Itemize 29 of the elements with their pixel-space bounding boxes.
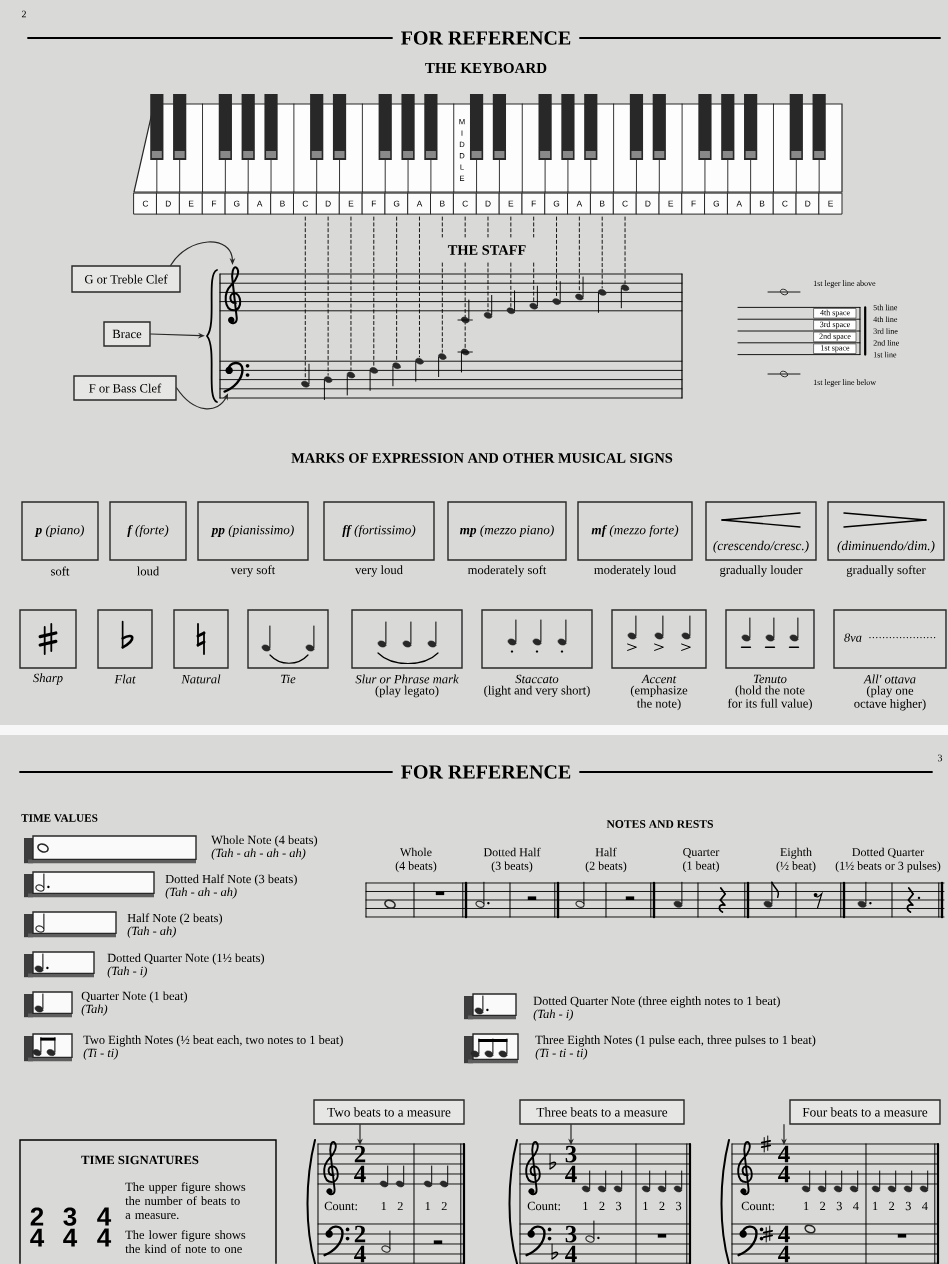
note-value-box: [24, 835, 197, 864]
heading: FOR REFERENCE: [401, 765, 571, 779]
time-signature: 2 4: [30, 1207, 45, 1247]
time-signature: 2 4: [354, 1225, 366, 1263]
time-signature: 3 4: [565, 1225, 577, 1263]
time-signature: 3 4: [63, 1207, 78, 1247]
symbol-box: [247, 609, 329, 669]
heading: FOR REFERENCE: [401, 31, 571, 45]
symbol-box: [725, 609, 815, 669]
time-signature: 4 4: [778, 1145, 790, 1183]
symbol-box: [481, 609, 593, 669]
note-value-box: [24, 871, 155, 898]
symbol-box: [97, 609, 153, 669]
note-value-box: [24, 911, 117, 938]
time-signature: 4 4: [97, 1207, 112, 1247]
bass-clef: [223, 361, 250, 393]
brace: [206, 269, 218, 403]
symbol-box: [351, 609, 463, 669]
time-signature: 2 4: [354, 1145, 366, 1183]
note-value-box: [24, 991, 73, 1018]
note-value-box: [24, 951, 95, 978]
symbol-box: [19, 609, 77, 669]
symbol-box: [611, 609, 707, 669]
treble-clef: [224, 266, 242, 325]
arrow: [170, 241, 236, 266]
time-signature: 3 4: [565, 1145, 577, 1183]
symbol-box: [173, 609, 229, 669]
time-signature: 4 4: [778, 1225, 790, 1263]
note-value-box: [464, 993, 517, 1020]
